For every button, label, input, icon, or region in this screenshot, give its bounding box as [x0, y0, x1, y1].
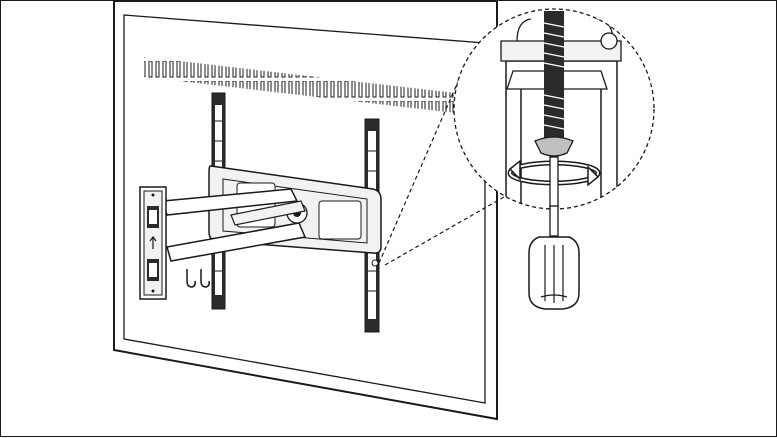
screw	[534, 11, 574, 157]
screwdriver	[528, 205, 580, 310]
callout-lines	[378, 76, 505, 266]
cable-hooks	[186, 269, 210, 288]
magnifier-callout	[453, 8, 655, 210]
wall-plate	[139, 186, 167, 300]
vent-slots	[144, 57, 456, 113]
